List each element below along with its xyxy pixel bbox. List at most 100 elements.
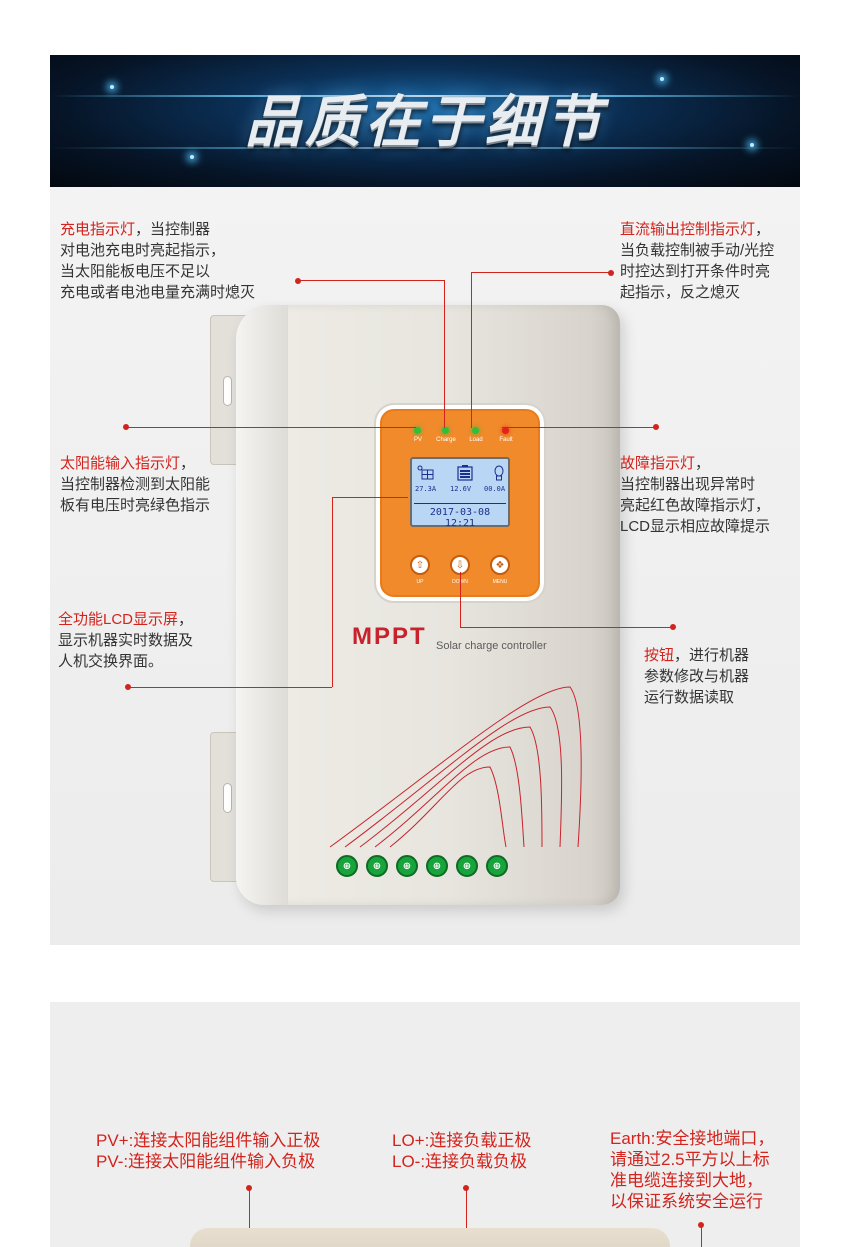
lcd-screen: 27.3A 12.6V 00.0A 2017-03-08 12:21 bbox=[410, 457, 510, 529]
banner-title: 品质在于细节 bbox=[245, 90, 605, 155]
terminal-detail-panel: PV+:连接太阳能组件输入正极 PV-:连接太阳能组件输入负极 LO+:连接负载… bbox=[50, 1002, 800, 1247]
banner: 品质在于细节 bbox=[50, 55, 800, 187]
callout-line bbox=[460, 627, 674, 628]
terminal-screw: ⊕ bbox=[426, 855, 448, 877]
annotation-line: 充电或者电池电量充满时熄灭 bbox=[60, 284, 256, 301]
controller-device-top bbox=[190, 1228, 670, 1247]
decorative-curves-graphic bbox=[329, 686, 582, 848]
annotation-line: 当负载控制被手动/光控 bbox=[620, 242, 775, 259]
banner-spark bbox=[110, 85, 114, 89]
brand-subtitle: Solar charge controller bbox=[436, 640, 547, 652]
fault-led-label: Fault bbox=[499, 437, 513, 443]
annotation-title: 按钮 bbox=[644, 647, 675, 664]
callout-line bbox=[298, 280, 444, 281]
annotation-line: 当太阳能板电压不足以 bbox=[60, 263, 211, 280]
up-button[interactable]: ⇧ bbox=[410, 555, 430, 575]
callout-line bbox=[444, 280, 445, 428]
callout-line bbox=[128, 687, 332, 688]
buttons-annotation: 按钮，进行机器 参数修改与机器 运行数据读取 bbox=[644, 645, 749, 708]
terminal-screw: ⊕ bbox=[486, 855, 508, 877]
callout-line bbox=[471, 272, 472, 428]
load-led-label: Load bbox=[469, 437, 483, 443]
solar-panel-icon bbox=[417, 465, 434, 480]
menu-button-label: MENU bbox=[492, 579, 508, 585]
annotation-line: 当控制器出现异常时 bbox=[620, 476, 756, 493]
annotation-line: 以保证系统安全运行 bbox=[610, 1192, 763, 1211]
lcd-pv-current: 27.3A bbox=[415, 485, 437, 493]
annotation-line: 准电缆连接到大地， bbox=[610, 1171, 763, 1190]
menu-button[interactable]: ❖ bbox=[490, 555, 510, 575]
controller-front-panel: PV Charge Load Fault bbox=[374, 403, 546, 603]
annotation-title: 全功能LCD显示屏 bbox=[58, 611, 179, 628]
annotation-line: 当控制器检测到太阳能 bbox=[60, 476, 211, 493]
light-bulb-icon bbox=[494, 465, 504, 481]
controller-device-side bbox=[236, 305, 288, 905]
annotation-line: PV-:连接太阳能组件输入负极 bbox=[96, 1152, 316, 1171]
callout-line bbox=[249, 1188, 250, 1247]
callout-line bbox=[332, 497, 408, 498]
annotation-line: LCD显示相应故障提示 bbox=[620, 518, 771, 535]
charge-led-annotation: 充电指示灯，当控制器 对电池充电时亮起指示， 当太阳能板电压不足以 充电或者电池… bbox=[60, 219, 255, 303]
brand-logo-text: MPPT bbox=[352, 623, 427, 650]
callout-line bbox=[460, 572, 461, 628]
annotation-title: 充电指示灯 bbox=[60, 221, 136, 238]
callout-line bbox=[466, 1188, 467, 1247]
annotation-line: ， bbox=[755, 221, 771, 238]
terminal-screw: ⊕ bbox=[366, 855, 388, 877]
annotation-line: LO-:连接负载负极 bbox=[392, 1152, 528, 1171]
annotation-line: 对电池充电时亮起指示， bbox=[60, 242, 226, 259]
product-detail-panel: PV Charge Load Fault bbox=[50, 187, 800, 945]
pv-terminal-annotation: PV+:连接太阳能组件输入正极 PV-:连接太阳能组件输入负极 bbox=[96, 1130, 320, 1172]
annotation-line: 时控达到打开条件时亮 bbox=[620, 263, 771, 280]
load-terminal-annotation: LO+:连接负载正极 LO-:连接负载负极 bbox=[392, 1130, 531, 1172]
pv-led-indicator bbox=[414, 427, 421, 434]
battery-icon bbox=[457, 465, 473, 481]
annotation-line: ，当控制器 bbox=[135, 221, 211, 238]
annotation-title: 直流输出控制指示灯 bbox=[620, 221, 756, 238]
lcd-datetime: 2017-03-08 12:21 bbox=[414, 503, 506, 529]
pv-led-annotation: 太阳能输入指示灯， 当控制器检测到太阳能 板有电压时亮绿色指示 bbox=[60, 453, 210, 516]
annotation-line: PV+:连接太阳能组件输入正极 bbox=[96, 1131, 321, 1150]
fault-led-indicator bbox=[502, 427, 509, 434]
annotation-line: ， bbox=[180, 455, 196, 472]
earth-terminal-annotation: Earth:安全接地端口， 请通过2.5平方以上标 准电缆连接到大地， 以保证系… bbox=[610, 1128, 774, 1212]
callout-line bbox=[332, 497, 333, 687]
annotation-line: Earth:安全接地端口， bbox=[610, 1129, 775, 1148]
lcd-annotation: 全功能LCD显示屏， 显示机器实时数据及 人机交换界面。 bbox=[58, 609, 193, 672]
lcd-battery-voltage: 12.6V bbox=[450, 485, 472, 493]
callout-line bbox=[502, 427, 657, 428]
annotation-line: 运行数据读取 bbox=[644, 689, 735, 706]
load-led-annotation: 直流输出控制指示灯， 当负载控制被手动/光控 时控达到打开条件时亮 起指示，反之… bbox=[620, 219, 774, 303]
menu-icon: ❖ bbox=[495, 559, 505, 571]
annotation-line: ，进行机器 bbox=[674, 647, 750, 664]
down-arrow-icon: ⇩ bbox=[455, 559, 465, 571]
callout-line bbox=[126, 427, 416, 428]
charge-led-label: Charge bbox=[436, 437, 456, 443]
annotation-line: ， bbox=[178, 611, 194, 628]
callout-line bbox=[701, 1225, 702, 1247]
callout-line bbox=[471, 272, 611, 273]
terminal-screw: ⊕ bbox=[456, 855, 478, 877]
load-led-indicator bbox=[472, 427, 479, 434]
annotation-title: 太阳能输入指示灯 bbox=[60, 455, 181, 472]
bracket-slot bbox=[223, 376, 232, 406]
banner-light-streak bbox=[50, 95, 800, 97]
callout-dot bbox=[608, 270, 614, 276]
callout-dot bbox=[653, 424, 659, 430]
callout-dot bbox=[670, 624, 676, 630]
annotation-line: 起指示，反之熄灭 bbox=[620, 284, 741, 301]
lcd-load-current: 00.0A bbox=[484, 485, 506, 493]
banner-light-streak bbox=[50, 147, 800, 149]
bracket-slot bbox=[223, 783, 232, 813]
terminal-screw: ⊕ bbox=[336, 855, 358, 877]
annotation-title: 故障指示灯 bbox=[620, 455, 696, 472]
banner-spark bbox=[190, 155, 194, 159]
annotation-line: 板有电压时亮绿色指示 bbox=[60, 497, 211, 514]
pv-led-label: PV bbox=[413, 437, 422, 443]
annotation-line: 人机交换界面。 bbox=[58, 653, 164, 670]
annotation-line: 亮起红色故障指示灯， bbox=[620, 497, 771, 514]
terminal-screw: ⊕ bbox=[396, 855, 418, 877]
annotation-line: ， bbox=[695, 455, 711, 472]
fault-led-annotation: 故障指示灯， 当控制器出现异常时 亮起红色故障指示灯， LCD显示相应故障提示 bbox=[620, 453, 770, 537]
annotation-line: 参数修改与机器 bbox=[644, 668, 750, 685]
